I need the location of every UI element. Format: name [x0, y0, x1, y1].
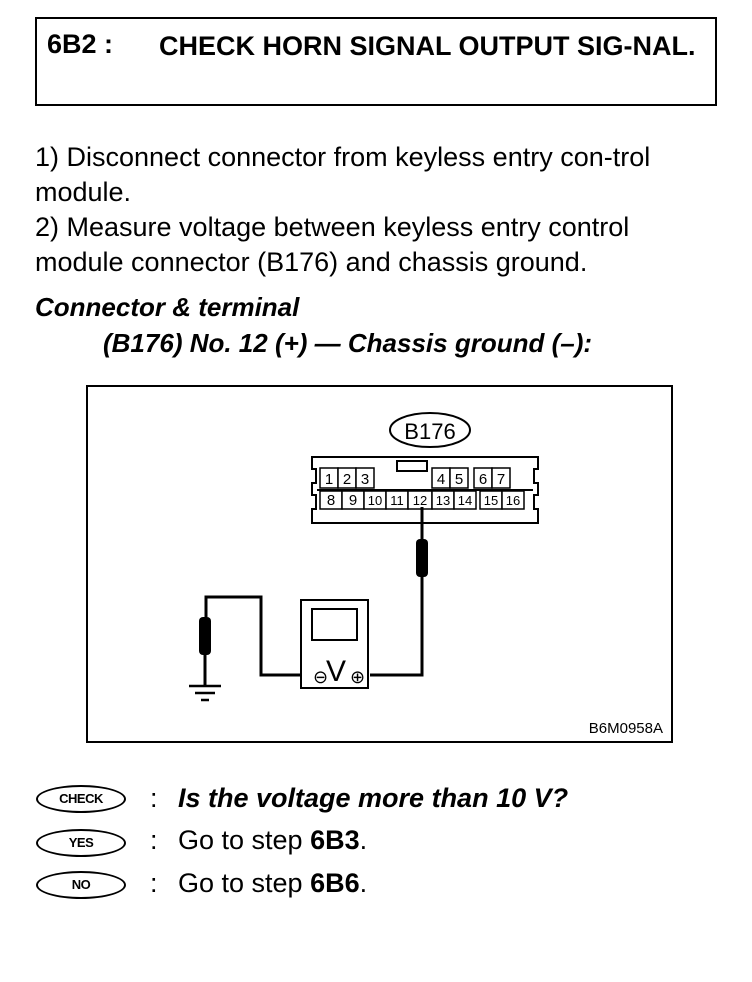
- negative-lead: [204, 595, 301, 677]
- step-code: 6B2 :: [47, 29, 114, 59]
- ground-icon: [189, 684, 221, 702]
- step-title: CHECK HORN SIGNAL OUTPUT SIG-NAL.: [159, 31, 696, 61]
- connector-id-text: B176: [404, 419, 455, 444]
- pin-16: 16: [506, 493, 520, 508]
- check-badge: CHECK: [36, 785, 126, 813]
- pin-10: 10: [368, 493, 382, 508]
- figure-code: B6M0958A: [588, 720, 663, 737]
- top-cell-7: [491, 467, 511, 489]
- plus-terminal: ⊕: [350, 667, 365, 687]
- pin-4: 4: [437, 471, 445, 488]
- no-answer: Go to step 6B6.: [178, 868, 368, 898]
- minus-terminal: ⊖: [313, 667, 328, 687]
- step-header: 6B2 : CHECK HORN SIGNAL OUTPUT SIG-NAL.: [35, 17, 717, 106]
- pin-5: 5: [455, 471, 463, 488]
- pin-1: 1: [325, 471, 333, 488]
- positive-lead: [370, 577, 424, 677]
- pin-6: 6: [479, 471, 487, 488]
- check-colon: :: [150, 783, 158, 813]
- pin-2: 2: [343, 471, 351, 488]
- connector-label: Connector & terminal: [35, 292, 300, 322]
- pin-12: 12: [413, 493, 427, 508]
- yes-answer: Go to step 6B3.: [178, 825, 368, 855]
- instruction-1: 1) Disconnect connector from keyless ent…: [35, 142, 651, 207]
- check-question: Is the voltage more than 10 V?: [178, 783, 569, 813]
- no-colon: :: [150, 868, 158, 898]
- connector-id-oval: [389, 412, 471, 448]
- bottom-cell-16: [501, 490, 525, 510]
- yes-colon: :: [150, 825, 158, 855]
- no-step: 6B6: [310, 868, 360, 898]
- pin-11: 11: [390, 493, 404, 508]
- top-cell-3: [355, 467, 375, 489]
- pin-13: 13: [436, 493, 450, 508]
- pin-3: 3: [361, 471, 369, 488]
- no-badge: NO: [36, 871, 126, 899]
- pin-7: 7: [497, 471, 505, 488]
- top-cell-5: [449, 467, 469, 489]
- pin-14: 14: [458, 493, 472, 508]
- negative-probe: [199, 617, 211, 655]
- pin-8: 8: [327, 492, 335, 509]
- positive-probe: [416, 539, 428, 577]
- voltmeter-display: [311, 608, 358, 641]
- connector-latch: [396, 460, 428, 472]
- yes-step: 6B3: [310, 825, 360, 855]
- bottom-cell-14: [453, 490, 477, 510]
- voltmeter-label: V: [326, 655, 346, 688]
- pin-9: 9: [349, 492, 357, 509]
- yes-badge: YES: [36, 829, 126, 857]
- instruction-2: 2) Measure voltage between keyless entry…: [35, 212, 630, 277]
- pin-15: 15: [484, 493, 498, 508]
- connector-spec: (B176) No. 12 (+) — Chassis ground (–):: [103, 328, 593, 358]
- instruction-list: 1) Disconnect connector from keyless ent…: [35, 140, 725, 280]
